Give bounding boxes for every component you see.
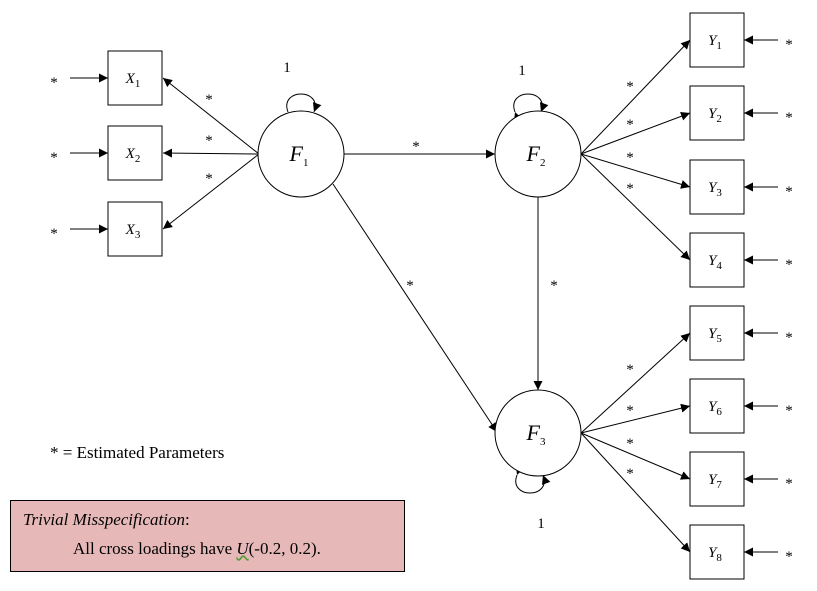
variance-label-f3: 1 — [537, 516, 545, 532]
error-marker-y8: * — [785, 549, 793, 565]
indicator-box-y5 — [689, 305, 745, 361]
indicator-label-x3: X3 — [125, 222, 141, 241]
loading-f3-y5 — [580, 332, 691, 434]
error-marker-x1: * — [50, 75, 58, 91]
loading-marker-x3: * — [205, 171, 213, 187]
indicator-label-y2: Y2 — [708, 106, 722, 125]
loading-f2-y3 — [580, 153, 691, 189]
loading-f2-y1 — [580, 39, 691, 155]
variance-label-f2: 1 — [518, 63, 526, 79]
error-marker-y6: * — [785, 403, 793, 419]
path-marker-f2-f3: * — [550, 278, 558, 294]
loading-marker-y6: * — [626, 403, 634, 419]
indicator-label-y1: Y1 — [708, 33, 722, 52]
indicator-label-x1: X1 — [125, 71, 141, 90]
note-title: Trivial Misspecification: — [23, 510, 190, 529]
path-marker-f1-f2: * — [412, 139, 420, 155]
loading-f3-y8 — [580, 432, 691, 553]
error-marker-y4: * — [785, 257, 793, 273]
indicator-box-y6 — [689, 378, 745, 434]
indicator-box-y1 — [689, 12, 745, 68]
misspecification-note: Trivial Misspecification: All cross load… — [10, 500, 405, 572]
indicator-box-x2 — [107, 125, 163, 181]
indicator-label-y8: Y8 — [708, 545, 722, 564]
loading-f1-x3 — [162, 153, 260, 230]
latent-factor-f2 — [494, 110, 582, 198]
legend-text: * = Estimated Parameters — [50, 443, 225, 462]
variance-loop-f3 — [515, 464, 551, 494]
indicator-label-y7: Y7 — [708, 472, 722, 491]
indicator-box-y8 — [689, 524, 745, 580]
latent-factor-f1 — [257, 110, 345, 198]
latent-factor-f3 — [494, 389, 582, 477]
indicator-label-y5: Y5 — [708, 326, 722, 345]
indicator-label-y3: Y3 — [708, 180, 722, 199]
indicator-label-y6: Y6 — [708, 399, 722, 418]
indicator-box-y2 — [689, 85, 745, 141]
error-marker-x3: * — [50, 226, 58, 242]
error-marker-y5: * — [785, 330, 793, 346]
loading-marker-y4: * — [626, 181, 634, 197]
loading-f1-x1 — [162, 77, 260, 155]
variance-loop-f1 — [286, 93, 322, 123]
loading-marker-y5: * — [626, 362, 634, 378]
indicator-label-x2: X2 — [125, 146, 141, 165]
variance-loop-f2 — [513, 93, 549, 123]
loading-marker-x2: * — [205, 133, 213, 149]
error-marker-y7: * — [785, 476, 793, 492]
loading-f2-y2 — [580, 111, 691, 155]
loading-f2-y4 — [580, 153, 691, 261]
indicator-box-x3 — [107, 201, 163, 257]
latent-label-f2: F2 — [526, 141, 546, 169]
path-marker-f1-f3: * — [406, 278, 414, 294]
indicator-box-y3 — [689, 159, 745, 215]
indicator-box-y4 — [689, 232, 745, 288]
loading-f3-y6 — [580, 403, 691, 434]
path-f1-f3 — [332, 183, 498, 433]
loading-marker-y2: * — [626, 117, 634, 133]
error-marker-x2: * — [50, 150, 58, 166]
distribution-symbol: U — [236, 539, 249, 558]
variance-label-f1: 1 — [283, 60, 291, 76]
error-marker-y3: * — [785, 184, 793, 200]
latent-label-f1: F1 — [289, 141, 309, 169]
loading-marker-x1: * — [205, 92, 213, 108]
loading-marker-y1: * — [626, 79, 634, 95]
loading-f3-y7 — [580, 432, 691, 480]
indicator-box-y7 — [689, 451, 745, 507]
error-marker-y2: * — [785, 110, 793, 126]
indicator-box-x1 — [107, 50, 163, 106]
error-marker-y1: * — [785, 37, 793, 53]
latent-label-f3: F3 — [526, 420, 546, 448]
note-body: All cross loadings have U(-0.2, 0.2). — [73, 539, 321, 558]
loading-marker-y3: * — [626, 150, 634, 166]
loading-marker-y8: * — [626, 466, 634, 482]
loading-marker-y7: * — [626, 436, 634, 452]
indicator-label-y4: Y4 — [708, 253, 722, 272]
loading-f1-x2 — [162, 148, 260, 158]
